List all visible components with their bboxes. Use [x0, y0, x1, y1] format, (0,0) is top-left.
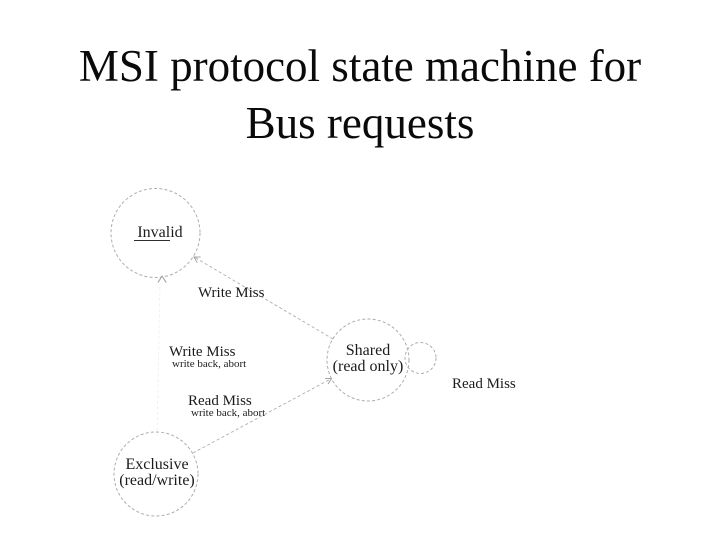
page-title-line1: MSI protocol state machine for: [78, 41, 642, 91]
page-title-line2: Bus requests: [245, 98, 475, 148]
state-shared-label: Shared: [346, 342, 390, 359]
state-exclusive-sublabel: (read/write): [119, 472, 195, 489]
edge-exclusive-to-invalid-arrowhead-icon: [157, 275, 167, 283]
edge-exclusive-to-invalid-line: [156, 283, 161, 437]
edge-exclusive-to-shared-line: [192, 377, 333, 454]
edge-exclusive-to-invalid-label: Write Miss: [169, 344, 236, 360]
state-exclusive-label: Exclusive: [125, 456, 188, 473]
state-invalid-circle: [110, 188, 201, 278]
edge-exclusive-to-shared-label: Read Miss: [188, 393, 252, 409]
state-exclusive-circle: [113, 431, 199, 517]
edge-shared-to-invalid-label: Write Miss: [198, 285, 265, 301]
shared-self-loop: [404, 342, 437, 374]
state-invalid-label: Invalid: [137, 224, 182, 241]
shared-self-loop-label: Read Miss: [452, 376, 516, 392]
page-title: MSI protocol state machine for Bus reque…: [0, 38, 720, 152]
state-shared-circle: [326, 318, 410, 402]
edge-exclusive-to-shared-sublabel: write back, abort: [191, 407, 265, 419]
state-shared-sublabel: (read only): [333, 358, 404, 375]
edge-exclusive-to-invalid-sublabel: write back, abort: [172, 358, 246, 370]
